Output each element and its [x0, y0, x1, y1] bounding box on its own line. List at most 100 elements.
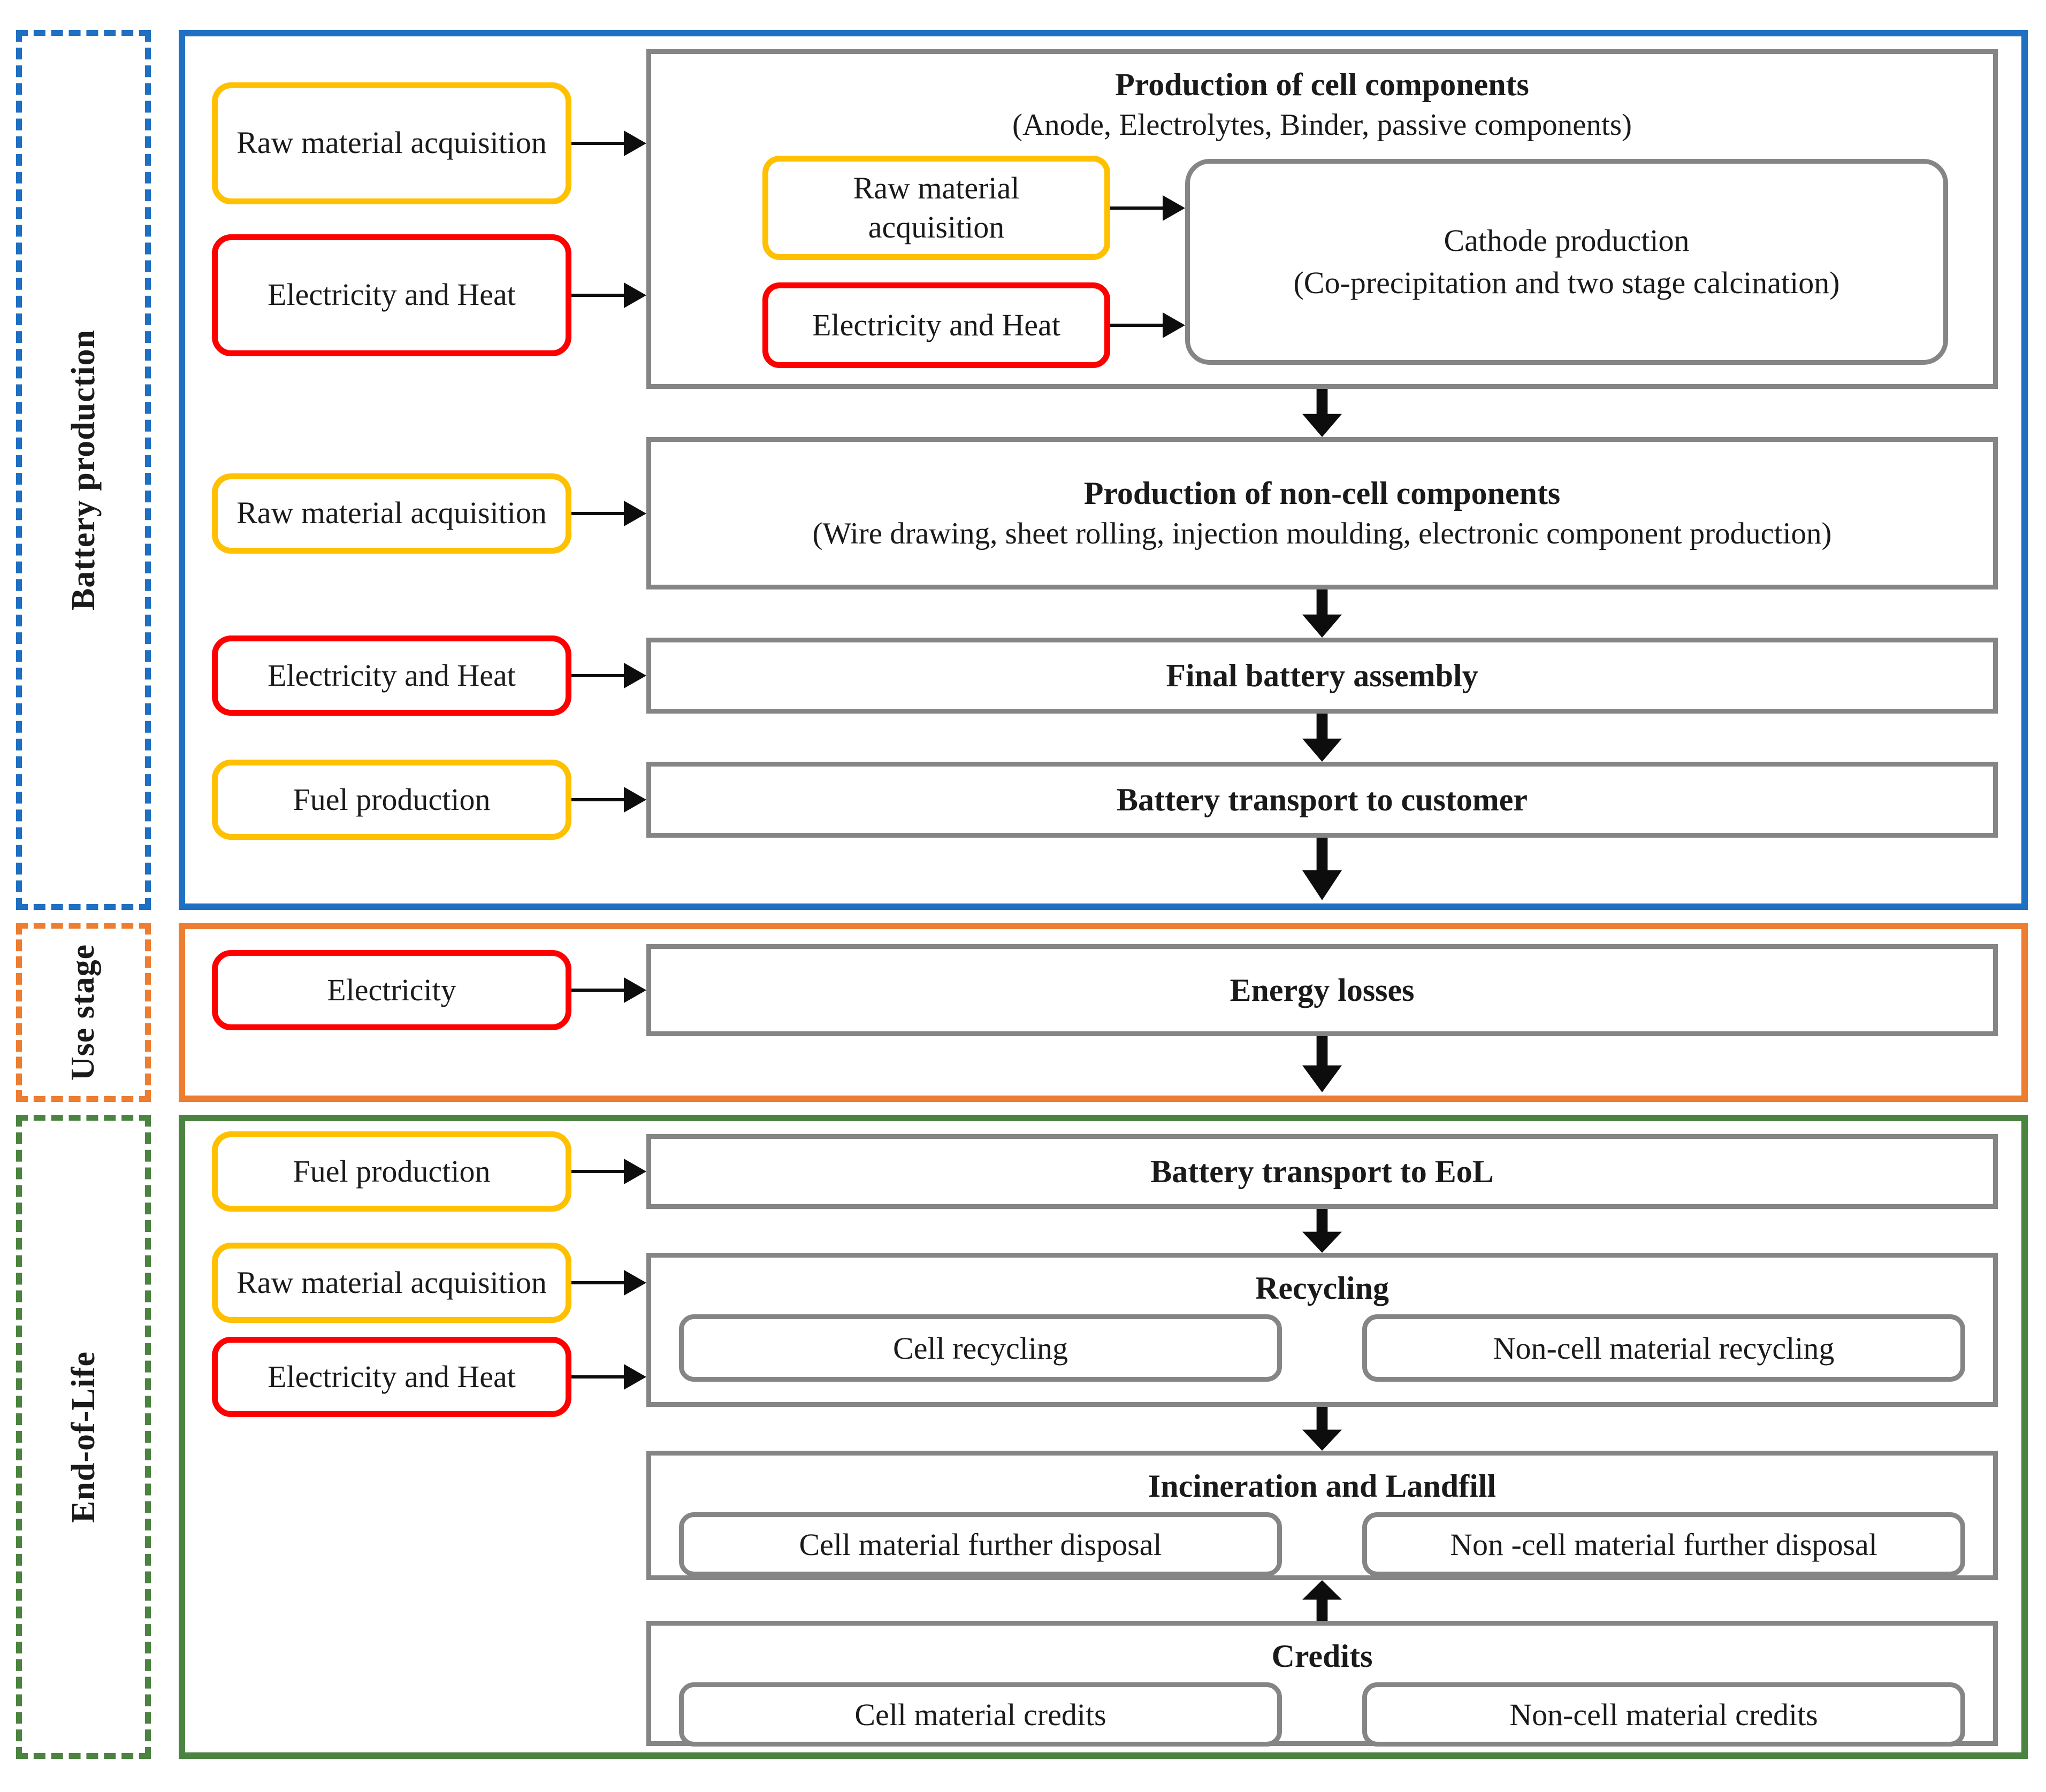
process-incineration-landfill: Incineration and Landfill Cell material …: [646, 1451, 1998, 1580]
fuel-production-pill: Fuel production: [212, 1131, 571, 1212]
down-arrow: [1302, 714, 1342, 762]
battery-production-rail: Battery production: [16, 30, 151, 910]
transport-eol-row: Fuel production Battery transport to EoL: [212, 1131, 1998, 1212]
process-battery-transport-customer: Battery transport to customer: [646, 762, 1998, 838]
electricity-and-heat-pill: Electricity and Heat: [212, 635, 571, 716]
stage-row-use-stage: Use stage Electricity Energy losses: [16, 923, 2028, 1102]
transport-customer-title: Battery transport to customer: [1116, 782, 1528, 817]
cell-components-title: Production of cell components: [1115, 67, 1529, 102]
input-row-raw-material: Raw material acquisition: [212, 82, 646, 204]
cathode-title: Cathode production: [1444, 223, 1690, 258]
down-arrow: [1302, 1036, 1342, 1092]
cell-components-row: Raw material acquisition Electricity and…: [212, 49, 1998, 389]
incineration-row: Incineration and Landfill Cell material …: [212, 1451, 1998, 1580]
cell-recycling-box: Cell recycling: [679, 1314, 1282, 1382]
end-of-life-stage: Fuel production Battery transport to EoL…: [179, 1115, 2028, 1759]
credits-arrow-row: [212, 1580, 1998, 1621]
recycling-inputs: Raw material acquisition Electricity and…: [212, 1243, 646, 1417]
credits-title: Credits: [1271, 1638, 1373, 1674]
raw-material-acquisition-pill: Raw material acquisition: [762, 156, 1110, 261]
flow-arrow-row: [212, 714, 1998, 762]
process-battery-transport-eol: Battery transport to EoL: [646, 1134, 1998, 1209]
input-row-raw-material: Raw material acquisition: [212, 473, 646, 554]
transport-customer-row: Fuel production Battery transport to cus…: [212, 760, 1998, 840]
eol-transport-inputs: Fuel production: [212, 1131, 646, 1212]
transport-inputs: Fuel production: [212, 760, 646, 840]
raw-material-acquisition-pill: Raw material acquisition: [212, 1243, 571, 1323]
assembly-inputs: Electricity and Heat: [212, 635, 646, 716]
flow-arrow-row: [212, 838, 1998, 900]
use-stage-label: Use stage: [65, 944, 102, 1081]
input-row-electricity-heat: Electricity and Heat: [212, 234, 646, 356]
up-arrow: [1302, 1580, 1342, 1621]
use-stage: Electricity Energy losses: [179, 923, 2028, 1102]
cathode-subtitle: (Co-precipitation and two stage calcinat…: [1293, 265, 1840, 300]
non-cell-components-row: Raw material acquisition Production of n…: [212, 437, 1998, 589]
process-final-battery-assembly: Final battery assembly: [646, 638, 1998, 714]
electricity-and-heat-pill: Electricity and Heat: [212, 1337, 571, 1417]
cell-components-subtitle: (Anode, Electrolytes, Binder, passive co…: [1012, 108, 1632, 142]
non-cell-material-credits-box: Non-cell material credits: [1362, 1682, 1965, 1747]
use-stage-rail: Use stage: [16, 923, 151, 1102]
down-arrow: [1302, 838, 1342, 900]
assembly-title: Final battery assembly: [1166, 658, 1478, 693]
input-row-fuel-production: Fuel production: [212, 1131, 646, 1212]
input-row-raw-material: Raw material acquisition: [762, 156, 1185, 261]
recycling-title: Recycling: [1255, 1270, 1389, 1306]
right-arrow: [571, 1159, 646, 1184]
input-row-electricity-heat: Electricity and Heat: [762, 282, 1185, 369]
process-production-cell-components: Production of cell components (Anode, El…: [646, 49, 1998, 389]
energy-losses-title: Energy losses: [1230, 972, 1415, 1008]
stage-row-battery-production: Battery production Raw material acquisit…: [16, 30, 2028, 910]
energy-losses-row: Electricity Energy losses: [212, 944, 1998, 1036]
cathode-production-flow: Raw material acquisition Electricity and…: [651, 145, 1993, 384]
cathode-inputs: Raw material acquisition Electricity and…: [762, 156, 1185, 369]
recycling-row: Raw material acquisition Electricity and…: [212, 1243, 1998, 1417]
right-arrow: [1110, 312, 1185, 338]
end-of-life-rail: End-of-Life: [16, 1115, 151, 1759]
flow-arrow-row: [212, 1209, 1998, 1253]
battery-production-stage: Raw material acquisition Electricity and…: [179, 30, 2028, 910]
fuel-production-pill: Fuel production: [212, 760, 571, 840]
electricity-and-heat-pill: Electricity and Heat: [762, 282, 1110, 369]
process-cathode-production: Cathode production (Co-precipitation and…: [1185, 159, 1948, 365]
credits-sub-row: Cell material credits Non-cell material …: [651, 1677, 1993, 1747]
non-cell-material-further-disposal-box: Non -cell material further disposal: [1362, 1512, 1965, 1576]
input-row-electricity: Electricity: [212, 950, 646, 1030]
raw-material-acquisition-pill: Raw material acquisition: [212, 82, 571, 204]
non-cell-subtitle: (Wire drawing, sheet rolling, injection …: [812, 517, 1832, 551]
incineration-title: Incineration and Landfill: [1148, 1468, 1497, 1504]
non-cell-title: Production of non-cell components: [1083, 476, 1561, 511]
battery-production-label: Battery production: [65, 330, 102, 610]
recycling-sub-row: Cell recycling Non-cell material recycli…: [651, 1309, 1993, 1402]
right-arrow: [571, 131, 646, 156]
right-arrow: [571, 787, 646, 813]
credits-row: Credits Cell material credits Non-cell m…: [212, 1621, 1998, 1747]
non-cell-material-recycling-box: Non-cell material recycling: [1362, 1314, 1965, 1382]
right-arrow: [1110, 195, 1185, 221]
down-arrow: [1302, 1407, 1342, 1451]
stage-row-end-of-life: End-of-Life Fuel production Battery tran…: [16, 1115, 2028, 1759]
flow-arrow-row: [212, 1036, 1998, 1092]
down-arrow: [1302, 589, 1342, 638]
right-arrow: [571, 501, 646, 526]
right-arrow: [571, 282, 646, 308]
process-production-non-cell-components: Production of non-cell components (Wire …: [646, 437, 1998, 589]
raw-material-acquisition-pill: Raw material acquisition: [212, 473, 571, 554]
incineration-sub-row: Cell material further disposal Non -cell…: [651, 1507, 1993, 1576]
non-cell-inputs: Raw material acquisition: [212, 473, 646, 554]
cell-material-credits-box: Cell material credits: [679, 1682, 1282, 1747]
right-arrow: [571, 977, 646, 1003]
flow-arrow-row: [212, 1407, 1998, 1451]
down-arrow: [1302, 1209, 1342, 1253]
transport-eol-title: Battery transport to EoL: [1150, 1154, 1494, 1189]
cell-material-further-disposal-box: Cell material further disposal: [679, 1512, 1282, 1576]
flow-arrow-row: [212, 389, 1998, 437]
input-row-raw-material: Raw material acquisition: [212, 1243, 646, 1323]
electricity-pill: Electricity: [212, 950, 571, 1030]
process-energy-losses: Energy losses: [646, 944, 1998, 1036]
final-assembly-row: Electricity and Heat Final battery assem…: [212, 635, 1998, 716]
right-arrow: [571, 663, 646, 688]
right-arrow: [571, 1270, 646, 1296]
